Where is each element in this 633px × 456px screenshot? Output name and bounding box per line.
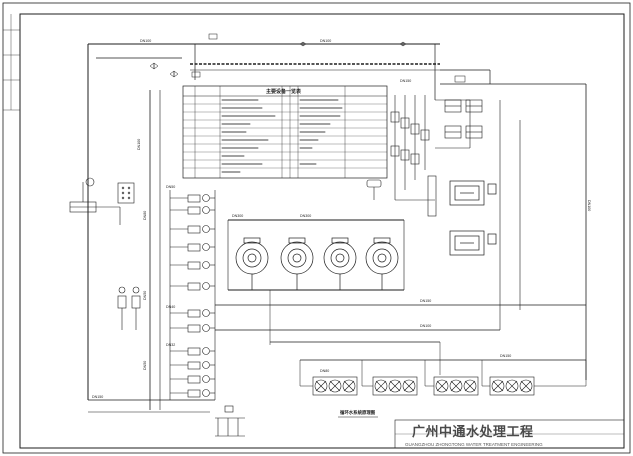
watermark-company-en: GUANGZHOU ZHONGTONG WATER TREATMENT ENGI… [405, 442, 543, 447]
pump-unit-9 [170, 347, 215, 356]
pump-unit-11 [170, 375, 215, 384]
title-block [394, 419, 625, 449]
pipe-label-top-mid: DN100 [320, 39, 331, 43]
pipe-label-mid-header: DN150 [420, 299, 431, 303]
dosing-control-box [117, 182, 135, 204]
equipment-table-title: 主要设备一览表 [266, 88, 302, 95]
pump-unit-4 [170, 243, 215, 252]
pipe-label-right-return: DN150 [400, 79, 411, 83]
tank-header-pipes [227, 219, 405, 291]
pump-set [170, 194, 215, 398]
left-aux-units [117, 286, 141, 330]
pump-unit-2 [170, 206, 215, 215]
watermark-company: 广州中通水处理工程 [412, 424, 534, 439]
pump-unit-7 [170, 309, 215, 318]
fan-unit-2 [372, 376, 418, 396]
pump-unit-1 [170, 194, 215, 203]
filter-tank-3 [323, 237, 357, 290]
pressure-gauge [366, 179, 382, 200]
fan-unit-3 [433, 376, 479, 396]
top-valve-group [149, 33, 466, 83]
pump-column-risers [149, 90, 216, 410]
pump-unit-12 [170, 389, 215, 398]
drawing-inner-border [19, 13, 625, 449]
pipe-label-left-riser-d: DN50 [143, 361, 147, 370]
pipe-label-tank-header: DN300 [232, 214, 243, 218]
pipe-label-right-riser: DN100 [587, 200, 591, 211]
pipe-label-left-riser-c: DN50 [143, 291, 147, 300]
left-makeup-tank [69, 177, 121, 225]
pipe-label-branch-b: DN40 [166, 305, 175, 309]
plan-title: 循环水系统原理图 [340, 409, 376, 416]
filter-tank-2 [280, 237, 314, 290]
pipe-label-bottom-left: DN150 [92, 395, 103, 399]
pipe-label-left-riser-b: DN80 [143, 211, 147, 220]
pipe-label-fan-header: DN80 [320, 369, 329, 373]
pipe-label-top-left: DN100 [140, 39, 151, 43]
pump-unit-8 [170, 324, 215, 333]
pipe-label-bottom-header: DN150 [500, 354, 511, 358]
fan-unit-drops [299, 360, 587, 387]
control-panel-lower [449, 230, 497, 256]
right-riser-pipes [427, 100, 521, 330]
fan-unit-1 [312, 376, 358, 396]
pump-unit-10 [170, 361, 215, 370]
filter-tank-4 [365, 237, 399, 290]
filter-tank-1 [235, 237, 269, 290]
binding-strip [3, 14, 20, 111]
top-main-pipe [87, 43, 587, 400]
pipe-label-lower-header: DN100 [420, 324, 431, 328]
equipment-table [182, 85, 388, 179]
pump-unit-3 [170, 225, 215, 234]
pump-unit-5 [170, 261, 215, 270]
pipe-label-left-riser-a: DN100 [137, 139, 141, 150]
pipe-label-tank-header-b: DN300 [300, 214, 311, 218]
pump-unit-6 [170, 282, 215, 291]
pipe-label-branch-a: DN50 [166, 185, 175, 189]
control-panel-upper [449, 180, 497, 206]
pipe-label-branch-c: DN32 [166, 343, 175, 347]
horizontal-headers [88, 290, 586, 413]
right-valve-manifold [390, 95, 483, 201]
fan-unit-4 [489, 376, 535, 396]
bottom-inlet-fixtures [215, 405, 245, 437]
